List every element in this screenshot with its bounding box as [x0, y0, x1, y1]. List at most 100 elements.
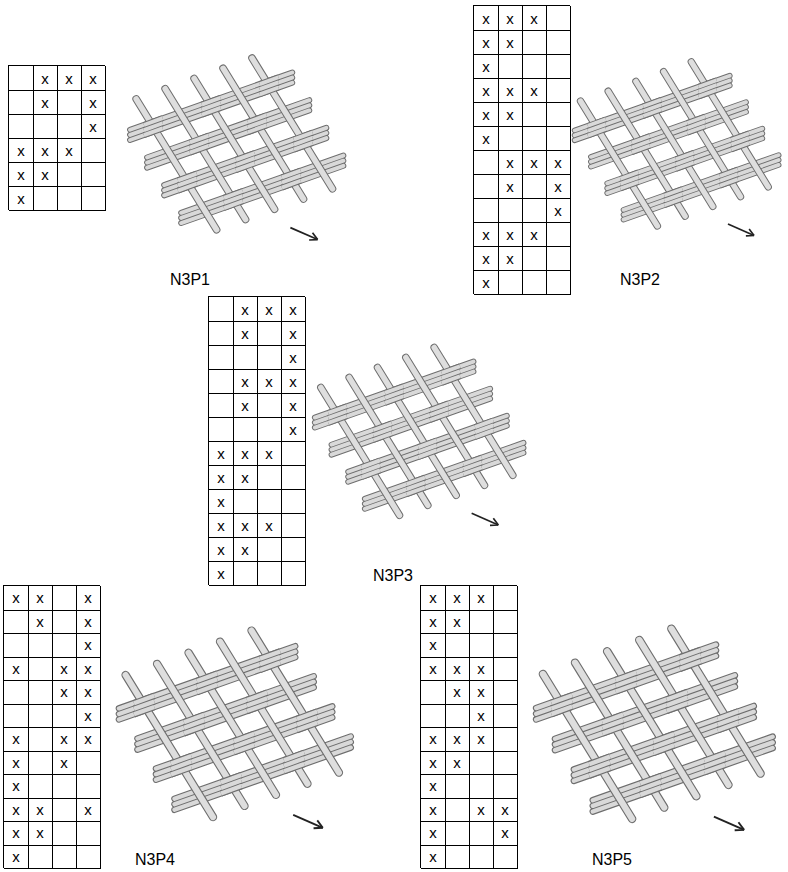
grid-cell	[493, 633, 518, 658]
interlacing-mark: x	[453, 755, 461, 770]
interlacing-mark: x	[65, 71, 73, 86]
grid-cell	[522, 30, 547, 55]
interlacing-mark: x	[554, 203, 562, 218]
grid-cell	[445, 774, 470, 799]
grid-cell	[445, 821, 470, 846]
grid-cell: x	[445, 586, 470, 611]
grid-cell: x	[4, 798, 29, 823]
grid-cell: x	[498, 6, 523, 31]
grid-cell	[474, 174, 499, 199]
grid-cell: x	[421, 586, 446, 611]
grid-cell: x	[57, 66, 82, 91]
grid-cell	[421, 680, 446, 705]
grid-cell	[233, 417, 258, 442]
grid-cell	[493, 610, 518, 635]
grid-cell	[421, 704, 446, 729]
grid-cell: x	[421, 845, 446, 870]
grid-cell: x	[421, 821, 446, 846]
interlacing-mark: x	[453, 614, 461, 629]
grid-cell	[546, 246, 571, 271]
interlacing-mark: x	[429, 590, 437, 605]
interlacing-mark: x	[289, 374, 297, 389]
grid-cell: x	[81, 66, 106, 91]
grid-cell: x	[522, 222, 547, 247]
grid-cell: x	[522, 78, 547, 103]
grid-cell: x	[421, 657, 446, 682]
grid-cell: x	[209, 465, 234, 490]
interlacing-mark: x	[506, 155, 514, 170]
grid-cell: x	[4, 727, 29, 752]
grid-cell: x	[493, 798, 518, 823]
grid-cell: x	[9, 162, 34, 187]
grid-cell: x	[445, 680, 470, 705]
grid-cell	[469, 610, 494, 635]
grid-cell	[281, 489, 306, 514]
interlacing-mark: x	[217, 470, 225, 485]
grid-cell	[522, 54, 547, 79]
grid-cell: x	[474, 102, 499, 127]
weave-grid: xxxxxxxxxxxxxxxxxxxxxxxx	[473, 5, 570, 294]
grid-cell	[76, 751, 101, 776]
interlacing-mark: x	[482, 107, 490, 122]
grid-cell	[522, 174, 547, 199]
grid-cell: x	[4, 657, 29, 682]
grid-cell	[546, 78, 571, 103]
interlacing-mark: x	[265, 518, 273, 533]
grid-cell: x	[76, 798, 101, 823]
grid-cell	[209, 297, 234, 322]
grid-cell: x	[281, 417, 306, 442]
grid-cell	[4, 680, 29, 705]
interlacing-mark: x	[482, 275, 490, 290]
grid-cell: x	[28, 586, 53, 611]
grid-cell: x	[257, 369, 282, 394]
pattern-caption: N3P5	[592, 851, 632, 869]
interlacing-mark: x	[506, 251, 514, 266]
grid-cell	[233, 489, 258, 514]
interlacing-mark: x	[429, 614, 437, 629]
interlacing-mark: x	[60, 661, 68, 676]
interlacing-mark: x	[41, 71, 49, 86]
grid-cell: x	[257, 513, 282, 538]
grid-cell	[469, 774, 494, 799]
interlacing-mark: x	[89, 71, 97, 86]
interlacing-mark: x	[482, 11, 490, 26]
grid-cell: x	[4, 821, 29, 846]
interlacing-mark: x	[84, 661, 92, 676]
grid-cell: x	[76, 727, 101, 752]
grid-cell: x	[498, 30, 523, 55]
weave-grid: xxxxxxxxxxxxxxxxxxxxxxxx	[208, 296, 305, 585]
grid-cell: x	[76, 610, 101, 635]
grid-cell: x	[52, 680, 77, 705]
interlacing-mark: x	[12, 661, 20, 676]
grid-cell: x	[474, 126, 499, 151]
grid-cell	[76, 821, 101, 846]
grid-cell	[522, 198, 547, 223]
interlacing-mark: x	[241, 446, 249, 461]
grid-cell	[546, 270, 571, 295]
grid-cell: x	[33, 66, 58, 91]
grid-cell: x	[233, 369, 258, 394]
interlacing-mark: x	[84, 802, 92, 817]
interlacing-mark: x	[482, 131, 490, 146]
grid-cell: x	[281, 321, 306, 346]
grid-cell	[257, 489, 282, 514]
interlacing-mark: x	[89, 119, 97, 134]
grid-cell	[209, 393, 234, 418]
interlacing-mark: x	[84, 590, 92, 605]
fabric-n3p2	[575, 62, 779, 236]
interlacing-mark: x	[477, 802, 485, 817]
grid-cell: x	[281, 369, 306, 394]
grid-cell	[52, 633, 77, 658]
grid-cell: x	[421, 727, 446, 752]
interlacing-mark: x	[241, 542, 249, 557]
grid-cell	[81, 138, 106, 163]
interlacing-mark: x	[453, 590, 461, 605]
interlacing-mark: x	[554, 155, 562, 170]
interlacing-mark: x	[429, 778, 437, 793]
grid-cell	[474, 198, 499, 223]
interlacing-mark: x	[12, 731, 20, 746]
grid-cell	[33, 114, 58, 139]
grid-cell: x	[9, 186, 34, 211]
interlacing-mark: x	[429, 661, 437, 676]
